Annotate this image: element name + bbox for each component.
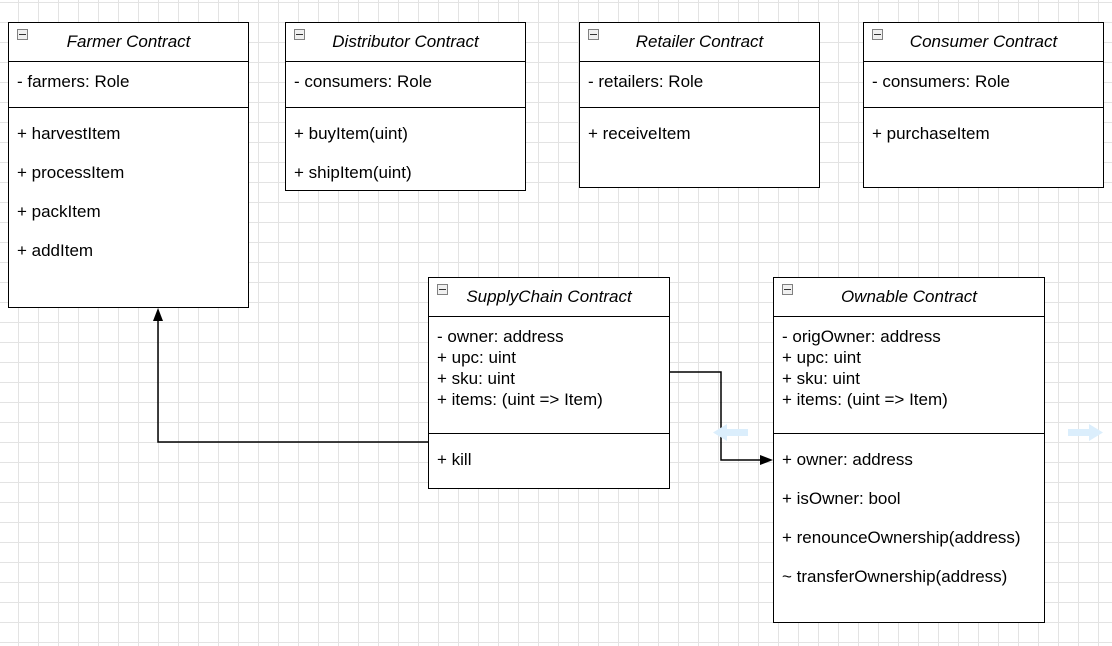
class-title: Consumer Contract	[909, 32, 1058, 51]
class-header[interactable]: Ownable Contract	[774, 278, 1044, 317]
class-title: Farmer Contract	[66, 32, 191, 51]
attribute: - retailers: Role	[588, 72, 704, 91]
method: + packItem	[17, 202, 101, 221]
attribute: - consumers: Role	[294, 72, 432, 91]
class-supplychain[interactable]: SupplyChain Contract - owner: address + …	[428, 277, 670, 489]
arrowhead-icon	[153, 308, 163, 321]
attribute: + items: (uint => Item)	[437, 390, 603, 409]
method: + renounceOwnership(address)	[782, 528, 1021, 547]
class-ownable[interactable]: Ownable Contract - origOwner: address + …	[773, 277, 1045, 623]
attributes-section: - origOwner: address + upc: uint + sku: …	[774, 317, 1044, 434]
method: + receiveItem	[588, 124, 691, 143]
class-title: Retailer Contract	[635, 32, 764, 51]
attribute: - farmers: Role	[17, 72, 130, 91]
method: + isOwner: bool	[782, 489, 901, 508]
method: + shipItem(uint)	[294, 163, 412, 182]
method: + buyItem(uint)	[294, 124, 408, 143]
attributes-section: - consumers: Role	[286, 62, 525, 108]
attributes-section: - retailers: Role	[580, 62, 819, 108]
attribute: + sku: uint	[437, 369, 515, 388]
attributes-section: - farmers: Role	[9, 62, 248, 108]
attribute: + items: (uint => Item)	[782, 390, 948, 409]
guide-arrow-left-icon[interactable]	[713, 424, 748, 441]
method: + owner: address	[782, 450, 913, 469]
method: + processItem	[17, 163, 125, 182]
guide-arrow-right-icon[interactable]	[1068, 424, 1103, 441]
class-title: Distributor Contract	[332, 32, 479, 51]
methods-section: + buyItem(uint) + shipItem(uint)	[286, 108, 525, 192]
class-farmer[interactable]: Farmer Contract - farmers: Role + harves…	[8, 22, 249, 308]
methods-section: + kill	[429, 434, 669, 479]
collapse-icon[interactable]	[17, 29, 28, 40]
class-title: SupplyChain Contract	[466, 287, 632, 306]
class-header[interactable]: SupplyChain Contract	[429, 278, 669, 317]
methods-section: + receiveItem	[580, 108, 819, 153]
attributes-section: - consumers: Role	[864, 62, 1103, 108]
class-distributor[interactable]: Distributor Contract - consumers: Role +…	[285, 22, 526, 191]
method: + purchaseItem	[872, 124, 990, 143]
connector-supplychain-ownable[interactable]	[669, 371, 773, 465]
class-header[interactable]: Retailer Contract	[580, 23, 819, 62]
collapse-icon[interactable]	[294, 29, 305, 40]
collapse-icon[interactable]	[872, 29, 883, 40]
attribute: + sku: uint	[782, 369, 860, 388]
attribute: - origOwner: address	[782, 327, 941, 346]
attribute: - consumers: Role	[872, 72, 1010, 91]
method: + kill	[437, 450, 472, 469]
collapse-icon[interactable]	[588, 29, 599, 40]
method: + addItem	[17, 241, 94, 260]
collapse-icon[interactable]	[437, 284, 448, 295]
methods-section: + purchaseItem	[864, 108, 1103, 153]
class-header[interactable]: Consumer Contract	[864, 23, 1103, 62]
attribute: - owner: address	[437, 327, 564, 346]
connector-supplychain-farmer[interactable]	[153, 308, 429, 443]
methods-section: + owner: address + isOwner: bool + renou…	[774, 434, 1044, 596]
class-header[interactable]: Distributor Contract	[286, 23, 525, 62]
attribute: + upc: uint	[782, 348, 861, 367]
method: ~ transferOwnership(address)	[782, 567, 1008, 586]
method: + harvestItem	[17, 124, 121, 143]
methods-section: + harvestItem + processItem + packItem +…	[9, 108, 248, 270]
attribute: + upc: uint	[437, 348, 516, 367]
class-consumer[interactable]: Consumer Contract - consumers: Role + pu…	[863, 22, 1104, 188]
attributes-section: - owner: address + upc: uint + sku: uint…	[429, 317, 669, 434]
class-retailer[interactable]: Retailer Contract - retailers: Role + re…	[579, 22, 820, 188]
class-header[interactable]: Farmer Contract	[9, 23, 248, 62]
class-title: Ownable Contract	[840, 287, 978, 306]
collapse-icon[interactable]	[782, 284, 793, 295]
arrowhead-icon	[760, 455, 773, 465]
